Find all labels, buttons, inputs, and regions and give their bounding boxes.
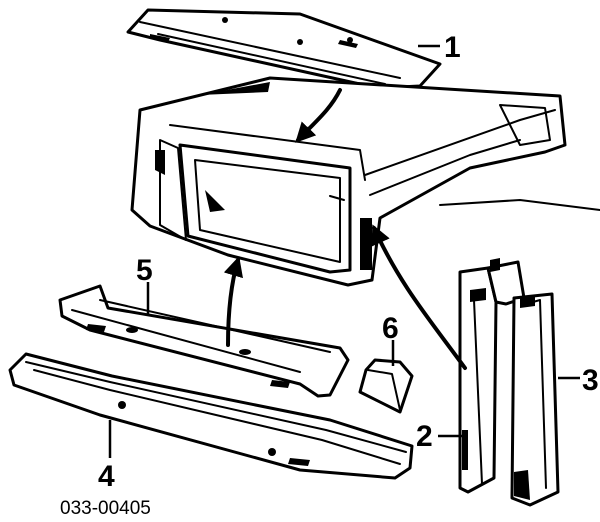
callout-4: 4 [98,460,115,493]
part-1-upper-panel [126,8,442,90]
radiator-support-frame [130,76,600,287]
callout-6: 6 [382,312,399,345]
assembly-arrows [223,88,467,370]
part-2-side-bracket [458,258,526,494]
diagram-code: 033-00405 [60,498,151,519]
callout-2: 2 [416,420,433,453]
leader-lines [108,44,580,458]
part-6-bracket [358,358,414,414]
callout-3: 3 [582,364,599,397]
callout-5: 5 [136,254,153,287]
part-3-side-bracket [510,292,560,507]
part-4-lower-deflector [8,352,414,480]
callout-1: 1 [444,31,461,64]
part-5-lower-tie-bar [58,284,350,398]
